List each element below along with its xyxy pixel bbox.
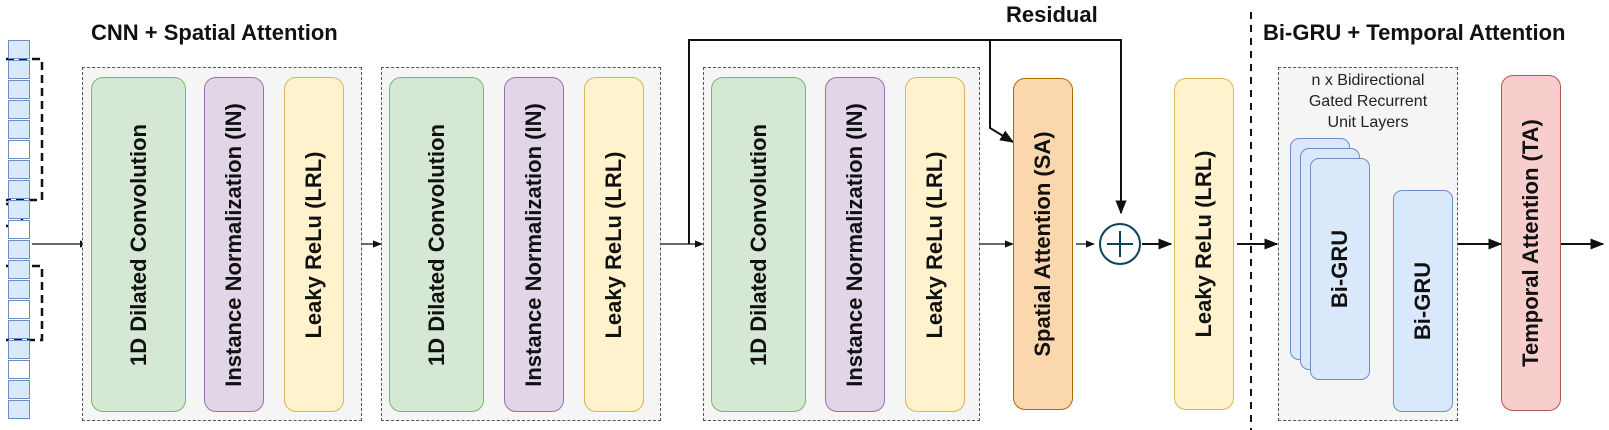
input-cell (8, 360, 30, 379)
block-label: 1D Dilated Convolution (423, 123, 449, 366)
block-label: Instance Normalization (IN) (842, 102, 867, 387)
residual-connection (688, 39, 1127, 244)
block-label: Leaky ReLu (LRL) (922, 150, 947, 339)
block-label: Temporal Attention (TA) (1518, 119, 1543, 367)
bigru-caption-line-2: Gated Recurrent (1308, 93, 1428, 110)
bigru-single-layer: Bi-GRU (1393, 190, 1453, 412)
block-label: 1D Dilated Convolution (125, 123, 151, 366)
instance-norm-block-1: Instance Normalization (IN) (204, 77, 264, 412)
block-label: Leaky ReLu (LRL) (1191, 150, 1216, 338)
block-label: Instance Normalization (IN) (521, 102, 546, 387)
instance-norm-block-2: Instance Normalization (IN) (504, 77, 564, 412)
input-cell (8, 380, 30, 399)
input-cell (8, 320, 30, 339)
dilated-conv-block-2: 1D Dilated Convolution (389, 77, 484, 412)
dilated-conv-block-3: 1D Dilated Convolution (711, 77, 806, 412)
bigru-label: Bi-GRU (1327, 229, 1352, 309)
block-label: Instance Normalization (IN) (221, 102, 246, 387)
input-cell (8, 260, 30, 279)
input-cell (8, 280, 30, 299)
input-cell (8, 60, 30, 79)
input-cell (8, 240, 30, 259)
input-cell (8, 80, 30, 99)
input-cell (8, 120, 30, 139)
leaky-relu-block-2: Leaky ReLu (LRL) (584, 77, 644, 412)
bigru-caption: n x Bidirectional Gated Recurrent Unit L… (1282, 70, 1454, 133)
block-label: Leaky ReLu (LRL) (301, 150, 326, 339)
bigru-stack-layer-front: Bi-GRU (1310, 158, 1370, 380)
leaky-relu-block-1: Leaky ReLu (LRL) (284, 77, 344, 412)
spatial-attention-block: Spatial Attention (SA) (1013, 78, 1073, 410)
block-label: 1D Dilated Convolution (745, 123, 771, 366)
input-cell (8, 200, 30, 219)
bigru-caption-line-3: Unit Layers (1327, 114, 1409, 131)
block-label: Spatial Attention (SA) (1030, 131, 1055, 357)
input-cell (8, 400, 30, 419)
input-cell (8, 40, 30, 59)
input-cell (8, 180, 30, 199)
temporal-attention-block: Temporal Attention (TA) (1501, 75, 1561, 411)
bigru-caption-line-1: n x Bidirectional (1311, 72, 1425, 89)
input-sequence (0, 40, 40, 430)
residual-title: Residual (1006, 2, 1098, 27)
instance-norm-block-3: Instance Normalization (IN) (825, 77, 885, 412)
input-cell (8, 220, 30, 239)
input-cell (8, 340, 30, 359)
add-operator-icon (1099, 223, 1141, 265)
block-label: Leaky ReLu (LRL) (601, 150, 626, 339)
sa-connection (989, 40, 1015, 143)
input-cell (8, 160, 30, 179)
bigru-section-title: Bi-GRU + Temporal Attention (1263, 20, 1566, 45)
leaky-relu-block-4: Leaky ReLu (LRL) (1174, 78, 1234, 410)
input-cell (8, 300, 30, 319)
leaky-relu-block-3: Leaky ReLu (LRL) (905, 77, 965, 412)
input-cell (8, 100, 30, 119)
cnn-section-title: CNN + Spatial Attention (91, 20, 338, 45)
input-cell (8, 140, 30, 159)
bigru-label: Bi-GRU (1410, 261, 1435, 341)
dilated-conv-block-1: 1D Dilated Convolution (91, 77, 186, 412)
